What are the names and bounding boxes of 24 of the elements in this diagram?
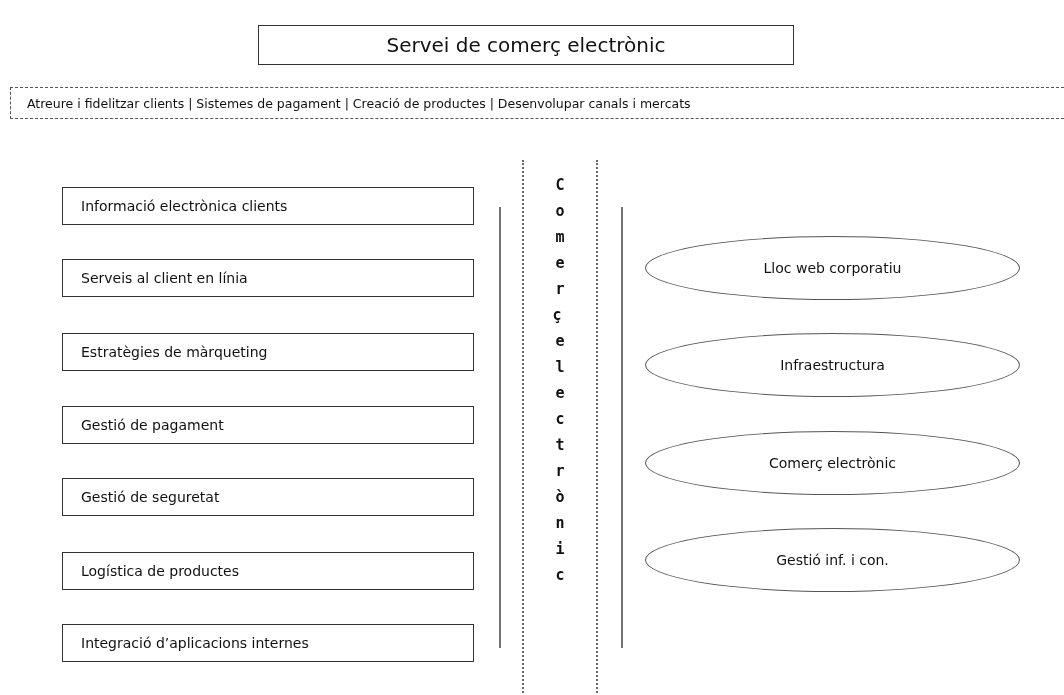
process-box xyxy=(62,259,474,297)
process-box xyxy=(62,478,474,516)
node-label: Serveis al client en línia xyxy=(81,270,248,286)
node-label: Informació electrònica clients xyxy=(81,198,288,214)
node-label: Lloc web corporatiu xyxy=(763,260,902,276)
node-label: Gestió inf. i con. xyxy=(776,552,889,568)
process-box xyxy=(62,187,474,225)
node-label: Gestió de pagament xyxy=(81,417,224,433)
node-label: Infraestructura xyxy=(780,357,885,373)
node-label: Servei de comerç electrònic xyxy=(386,33,666,57)
node-label: Comerç electrònic xyxy=(769,455,896,471)
process-box xyxy=(62,624,474,662)
process-box xyxy=(62,552,474,590)
node-label: Estratègies de màrqueting xyxy=(81,344,268,360)
node-label: Atreure i fidelitzar clients | Sistemes de pagament | Creació de productes | Desenvolupar canals i mercats xyxy=(27,95,691,111)
process-box xyxy=(62,333,474,371)
dashed-band xyxy=(10,87,1064,119)
process-box xyxy=(62,406,474,444)
dotted-column xyxy=(522,160,598,695)
node-label: Gestió de seguretat xyxy=(81,489,220,505)
node-label: Logística de productes xyxy=(81,563,239,579)
node-label: Integració d’aplicacions internes xyxy=(81,635,309,651)
title-box xyxy=(258,25,794,65)
node-label: Comerç electrònic xyxy=(552,175,566,586)
